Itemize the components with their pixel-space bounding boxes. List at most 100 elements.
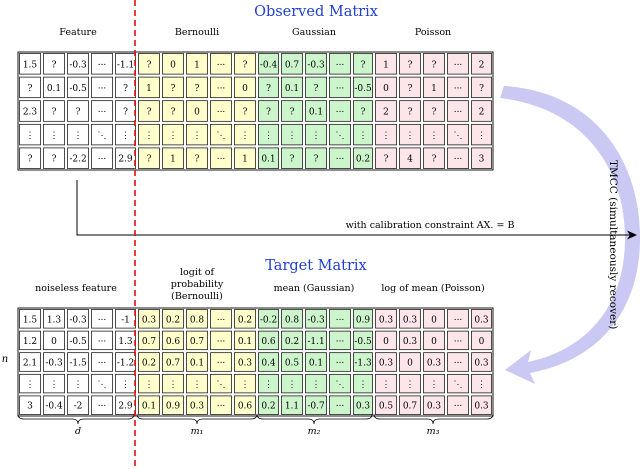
observed-cell-box xyxy=(329,123,351,146)
observed-cell-box xyxy=(186,123,208,146)
observed-cell-value: ? xyxy=(52,60,57,70)
observed-cell-box xyxy=(305,76,327,99)
target-cell-value: ⋮ xyxy=(312,380,321,390)
target-cell-value: ⋮ xyxy=(359,380,368,390)
target-cell-value: ⋮ xyxy=(26,380,35,390)
target-cell-value: ⋮ xyxy=(430,380,439,390)
observed-cell-value: ? xyxy=(432,60,437,70)
observed-cell-value: ⋱ xyxy=(454,131,463,141)
target-cell-box xyxy=(19,373,41,394)
observed-cell-box xyxy=(281,147,303,169)
observed-cell-value: ? xyxy=(290,108,295,118)
observed-cell-value: ? xyxy=(123,108,128,118)
observed-cell-box xyxy=(234,123,256,146)
target-cell-box xyxy=(138,309,160,329)
observed-cell-box xyxy=(91,76,113,99)
target-cell-value: 3 xyxy=(27,402,33,412)
observed-cell-value: ? xyxy=(479,84,484,94)
target-cell-box xyxy=(423,395,445,415)
target-cell-box xyxy=(353,395,373,415)
target-cell-value: 2.1 xyxy=(23,359,37,369)
target-cell-value: 0.2 xyxy=(166,315,180,325)
observed-cell-box xyxy=(423,123,445,146)
observed-cell-value: ··· xyxy=(454,155,463,165)
observed-cell-box xyxy=(305,123,327,146)
target-cell-box xyxy=(353,373,373,394)
observed-cell-value: -0.3 xyxy=(69,60,87,70)
observed-cell-box xyxy=(19,147,41,169)
target-cell-box xyxy=(162,330,184,351)
observed-cell-value: ⋮ xyxy=(74,131,83,141)
observed-cell-value: ··· xyxy=(98,108,107,118)
target-matrix-title: Target Matrix xyxy=(265,258,367,274)
observed-cell-value: ··· xyxy=(217,60,226,70)
target-cell-value: 0.3 xyxy=(379,315,394,325)
target-cell-value: 0.7 xyxy=(403,402,418,412)
observed-cell-value: 0 xyxy=(383,84,389,94)
target-cell-box xyxy=(234,352,256,372)
observed-cell-box xyxy=(186,53,208,75)
target-cell-value: 0.7 xyxy=(166,359,181,369)
brace-m1 xyxy=(136,413,258,425)
observed-cell-box xyxy=(329,76,351,99)
target-cell-box xyxy=(399,330,421,351)
target-bernoulli-label-2: probability xyxy=(171,279,224,290)
observed-cell-value: ⋮ xyxy=(359,131,368,141)
tmcc-curved-arrow xyxy=(500,86,640,384)
observed-cell-value: 1.5 xyxy=(23,60,38,70)
target-cell-value: 0 xyxy=(479,337,485,347)
target-cell-box xyxy=(423,352,445,372)
observed-cell-value: ⋮ xyxy=(288,131,297,141)
target-cell-value: 0.2 xyxy=(142,359,156,369)
target-cell-box xyxy=(305,395,327,415)
target-cell-box xyxy=(186,330,208,351)
observed-cell-value: ? xyxy=(408,84,413,94)
target-cell-box xyxy=(138,373,160,394)
observed-cell-value: ··· xyxy=(217,84,226,94)
observed-cell-value: ? xyxy=(147,60,152,70)
target-cell-box xyxy=(186,373,208,394)
target-cell-value: -0.3 xyxy=(307,315,325,325)
observed-cell-box xyxy=(329,53,351,75)
observed-cell-box xyxy=(423,53,445,75)
observed-cell-value: 4 xyxy=(407,155,413,165)
target-cell-value: ⋮ xyxy=(50,380,59,390)
observed-cell-box xyxy=(138,100,160,122)
observed-cell-box xyxy=(186,147,208,169)
observed-cell-value: 2.3 xyxy=(23,108,38,118)
target-cell-value: 0.1 xyxy=(142,402,156,412)
observed-cell-value: ? xyxy=(28,84,33,94)
target-cell-box xyxy=(91,373,113,394)
observed-cell-value: ⋮ xyxy=(169,131,178,141)
target-cell-value: 0 xyxy=(383,337,389,347)
observed-cell-box xyxy=(305,147,327,169)
target-cell-box xyxy=(329,373,351,394)
observed-cell-value: 0.2 xyxy=(356,155,370,165)
observed-cell-box xyxy=(162,100,184,122)
target-cell-value: -2 xyxy=(74,402,83,412)
target-cell-box xyxy=(375,395,397,415)
target-cell-box xyxy=(399,373,421,394)
target-bernoulli-label-1: logit of xyxy=(180,267,215,278)
observed-cell-value: ? xyxy=(123,84,128,94)
observed-cell-value: ··· xyxy=(454,108,463,118)
observed-cell-value: ? xyxy=(171,108,176,118)
brace-label-m3: m₃ xyxy=(427,426,440,437)
observed-cell-box xyxy=(423,76,445,99)
target-cell-box xyxy=(210,395,232,415)
observed-cell-box xyxy=(258,100,279,122)
target-cell-box xyxy=(91,309,113,329)
target-cell-value: 0.6 xyxy=(166,337,181,347)
target-cell-value: ··· xyxy=(454,359,463,369)
target-cell-value: -1.5 xyxy=(69,359,87,369)
observed-cell-value: 0.1 xyxy=(309,108,323,118)
target-cell-value: 0.8 xyxy=(285,315,300,325)
observed-cell-box xyxy=(423,100,445,122)
target-cell-value: 0.1 xyxy=(309,359,323,369)
observed-cell-value: ? xyxy=(314,84,319,94)
target-cell-value: 1.3 xyxy=(118,337,133,347)
observed-cell-box xyxy=(447,123,469,146)
observed-cell-box xyxy=(115,147,136,169)
target-cell-box xyxy=(258,373,279,394)
target-cell-box xyxy=(67,395,89,415)
